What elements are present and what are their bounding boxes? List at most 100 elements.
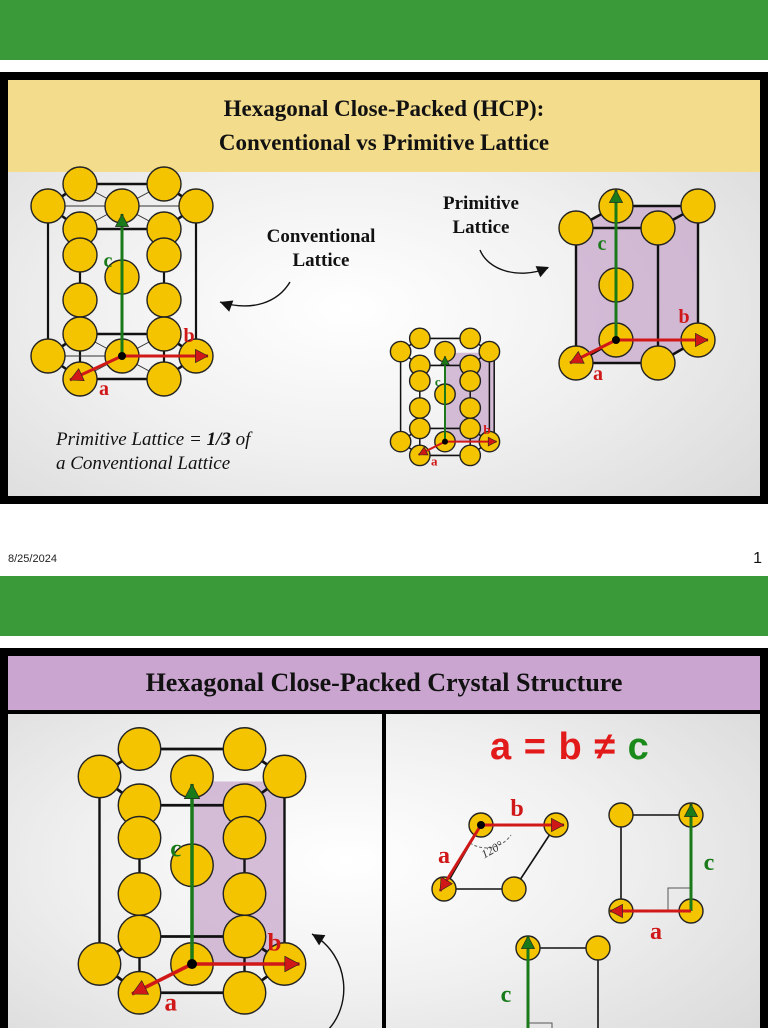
atom [222,970,267,1015]
arrow-to-primitive-head [535,266,549,278]
atom [117,727,162,771]
atom [30,188,66,224]
vector-a-head [569,350,585,364]
right-angle-mark [667,887,691,911]
origin-point [612,336,620,344]
atom [117,914,162,959]
atom [408,397,431,419]
atom [146,166,182,202]
atom [30,338,66,374]
vector-a [438,824,483,892]
atom [680,188,716,224]
vector-b-head [487,436,498,447]
atom [389,430,412,453]
atom [501,876,527,902]
atom [146,316,182,352]
arrow-to-conventional-head [220,300,234,312]
label-vector-c: c [501,982,512,1008]
atom [178,188,214,224]
right-angle-mark [528,1022,553,1028]
note-text-1: Primitive Lattice = [56,429,207,450]
vector-b-head [195,348,209,364]
atom [117,815,162,860]
atom [146,282,182,318]
label-vector-c: c [435,374,441,389]
atom [585,935,611,961]
slide1-top-bar [0,0,768,60]
atom [558,210,594,246]
slide1-title-band: Hexagonal Close-Packed (HCP): Convention… [8,80,760,172]
atom [77,942,122,986]
slide1-canvas: Hexagonal Close-Packed (HCP): Convention… [8,80,760,496]
eq-b: b [558,726,583,768]
label-vector-b: b [678,306,689,328]
atom [62,237,98,273]
lattice-equation: a = b ≠ c [490,726,650,769]
vector-c-head [440,355,450,366]
arrow-to-cell-head [312,934,326,946]
atom [459,397,482,419]
label-vector-a: a [650,919,662,945]
atom [146,361,182,397]
vector-c-head [520,935,536,949]
angle-arc [469,834,512,849]
vector-c-head [608,189,624,203]
atom [459,370,482,392]
label-vector-a: a [165,989,178,1016]
primitive-fraction-note: Primitive Lattice = 1/3 of a Conventiona… [56,428,250,476]
conventional-lattice-label: Conventional Lattice [266,226,376,271]
slide2-title: Hexagonal Close-Packed Crystal Structure [145,668,623,697]
atom [222,872,267,916]
eq-equals: = [523,726,547,768]
atom [459,444,482,467]
slide2-figure: c b a b a 120° c a c [77,710,715,1028]
note-text-3: a Conventional Lattice [56,453,231,474]
vector-c-head [183,783,201,799]
atom [117,872,162,916]
vector-b-head [551,817,565,833]
basal-rhombus-edge [513,824,557,890]
label-vector-b: b [268,929,282,956]
arrow-to-cell [311,933,345,1028]
eq-a: a [490,726,513,768]
atom [222,815,267,860]
atom [640,345,676,381]
slide-page-number: 1 [753,550,762,567]
origin-point [187,959,197,969]
note-text-2: of [230,429,251,450]
slide1: Hexagonal Close-Packed (HCP): Convention… [0,72,768,504]
atom [459,417,482,440]
atom [62,282,98,318]
label-vector-b: b [183,325,194,347]
atom [62,316,98,352]
atom [608,802,634,828]
label-vector-c: c [104,250,113,272]
label-vector-a: a [431,454,438,469]
label-vector-c: c [170,836,181,863]
atom [408,370,431,392]
label-vector-a: a [593,363,603,385]
slide1-title-line1: Hexagonal Close-Packed (HCP): [223,96,545,121]
vector-b-head [284,955,301,973]
origin-point [118,352,126,360]
vector-a-head [439,876,453,892]
vector-c-head [683,803,699,817]
atom [478,340,501,363]
slide-date: 8/25/2024 [8,553,57,565]
atom [640,210,676,246]
atom [408,417,431,440]
label-vector-b: b [510,796,523,822]
atom [408,444,431,467]
label-vector-a: a [99,378,109,400]
atom [62,166,98,202]
angle-label: 120° [479,838,506,862]
eq-c: c [627,726,650,768]
eq-not-equal: ≠ [594,726,617,768]
atom [389,340,412,363]
vector-a-head [131,979,150,995]
slide1-title-line2: Conventional vs Primitive Lattice [218,130,550,155]
vector-b-head [695,332,709,348]
vector-a-head [69,368,85,382]
slide2-canvas: Hexagonal Close-Packed Crystal Structure… [8,656,760,1028]
